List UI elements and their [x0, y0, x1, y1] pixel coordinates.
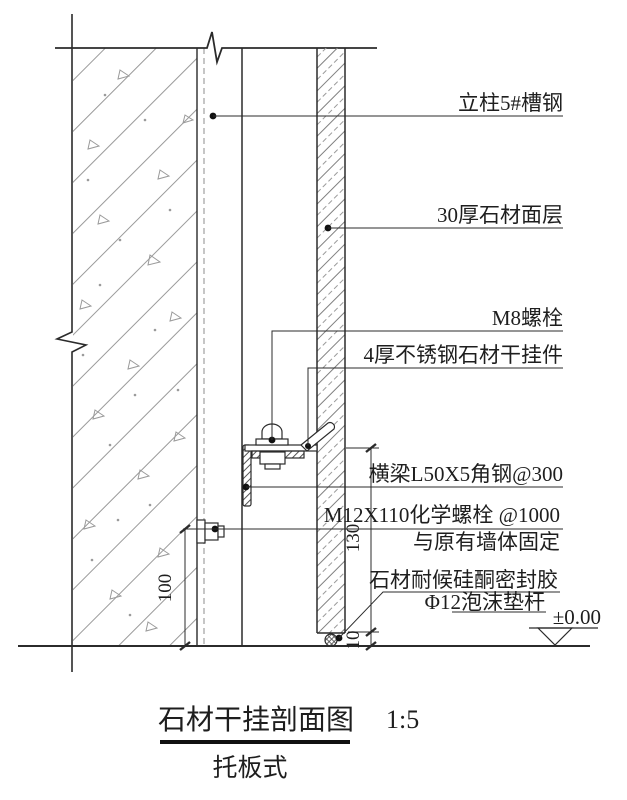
leader-lines — [183, 112, 563, 642]
chemical-anchor-bolt — [196, 519, 225, 544]
label-level: ±0.00 — [553, 605, 601, 629]
dim-text-10: 10 — [343, 631, 364, 650]
label-stone: 30厚石材面层 — [437, 203, 563, 227]
leader-m8-bolt — [268, 330, 563, 444]
drawing-title: 石材干挂剖面图 — [158, 704, 354, 736]
dim-tick — [179, 524, 191, 534]
dimensions — [179, 443, 379, 651]
label-anchor: M12X110化学螺栓 @1000 — [324, 503, 560, 527]
nut-body — [259, 451, 286, 465]
label-hanger: 4厚不锈钢石材干挂件 — [364, 343, 564, 367]
leader-column — [209, 112, 563, 120]
anchor-washer — [196, 519, 206, 544]
dim-text-100: 100 — [155, 574, 176, 603]
label-column: 立柱5#槽钢 — [458, 91, 563, 115]
leader-stone — [324, 224, 563, 232]
wall-left-line-with-break — [54, 14, 89, 672]
foam-backer-rod — [324, 633, 338, 647]
dim-tick — [365, 641, 377, 651]
leader-beam — [242, 483, 563, 491]
stone-panel — [316, 48, 346, 634]
dim-tick — [365, 443, 377, 453]
leader-sealant — [335, 591, 560, 642]
concrete-aggregate-dots — [81, 93, 180, 617]
anchor-tip — [217, 525, 225, 538]
top-edge-line-with-break — [55, 31, 377, 66]
dim-tick — [179, 641, 191, 651]
dim-10 — [365, 632, 377, 651]
label-beam: 横梁L50X5角钢@300 — [369, 462, 563, 486]
concrete-aggregate-triangles — [79, 69, 195, 632]
drawing-scale: 1:5 — [386, 705, 419, 734]
level-triangle — [536, 627, 574, 646]
annotation-texts: 立柱5#槽钢 30厚石材面层 M8螺栓 4厚不锈钢石材干挂件 横梁L50X5角钢… — [155, 91, 601, 650]
lock-nut — [259, 451, 286, 470]
boundary-lines — [18, 14, 590, 672]
dim-text-130: 130 — [343, 524, 364, 553]
stone-hatch — [317, 48, 345, 633]
dim-100 — [179, 524, 191, 651]
bracket-assembly — [196, 421, 336, 544]
wall-hatch — [73, 48, 197, 646]
title-block: 石材干挂剖面图 1:5 托板式 — [158, 704, 419, 782]
level-symbol — [529, 627, 598, 646]
bottom-joint — [324, 633, 338, 647]
leader-hanger — [305, 367, 563, 449]
drawing-subtitle: 托板式 — [212, 754, 287, 782]
leader-anchor — [183, 525, 563, 533]
label-anchor-note: 与原有墙体固定 — [413, 530, 560, 554]
label-m8-bolt: M8螺栓 — [492, 306, 563, 330]
label-sealant: 石材耐候硅酮密封胶 — [369, 568, 558, 592]
nut-collar — [264, 463, 281, 470]
angle-steel-vertical-leg — [242, 444, 252, 507]
concrete-wall — [73, 48, 205, 646]
label-foam-rod: Φ12泡沫垫杆 — [425, 590, 545, 614]
